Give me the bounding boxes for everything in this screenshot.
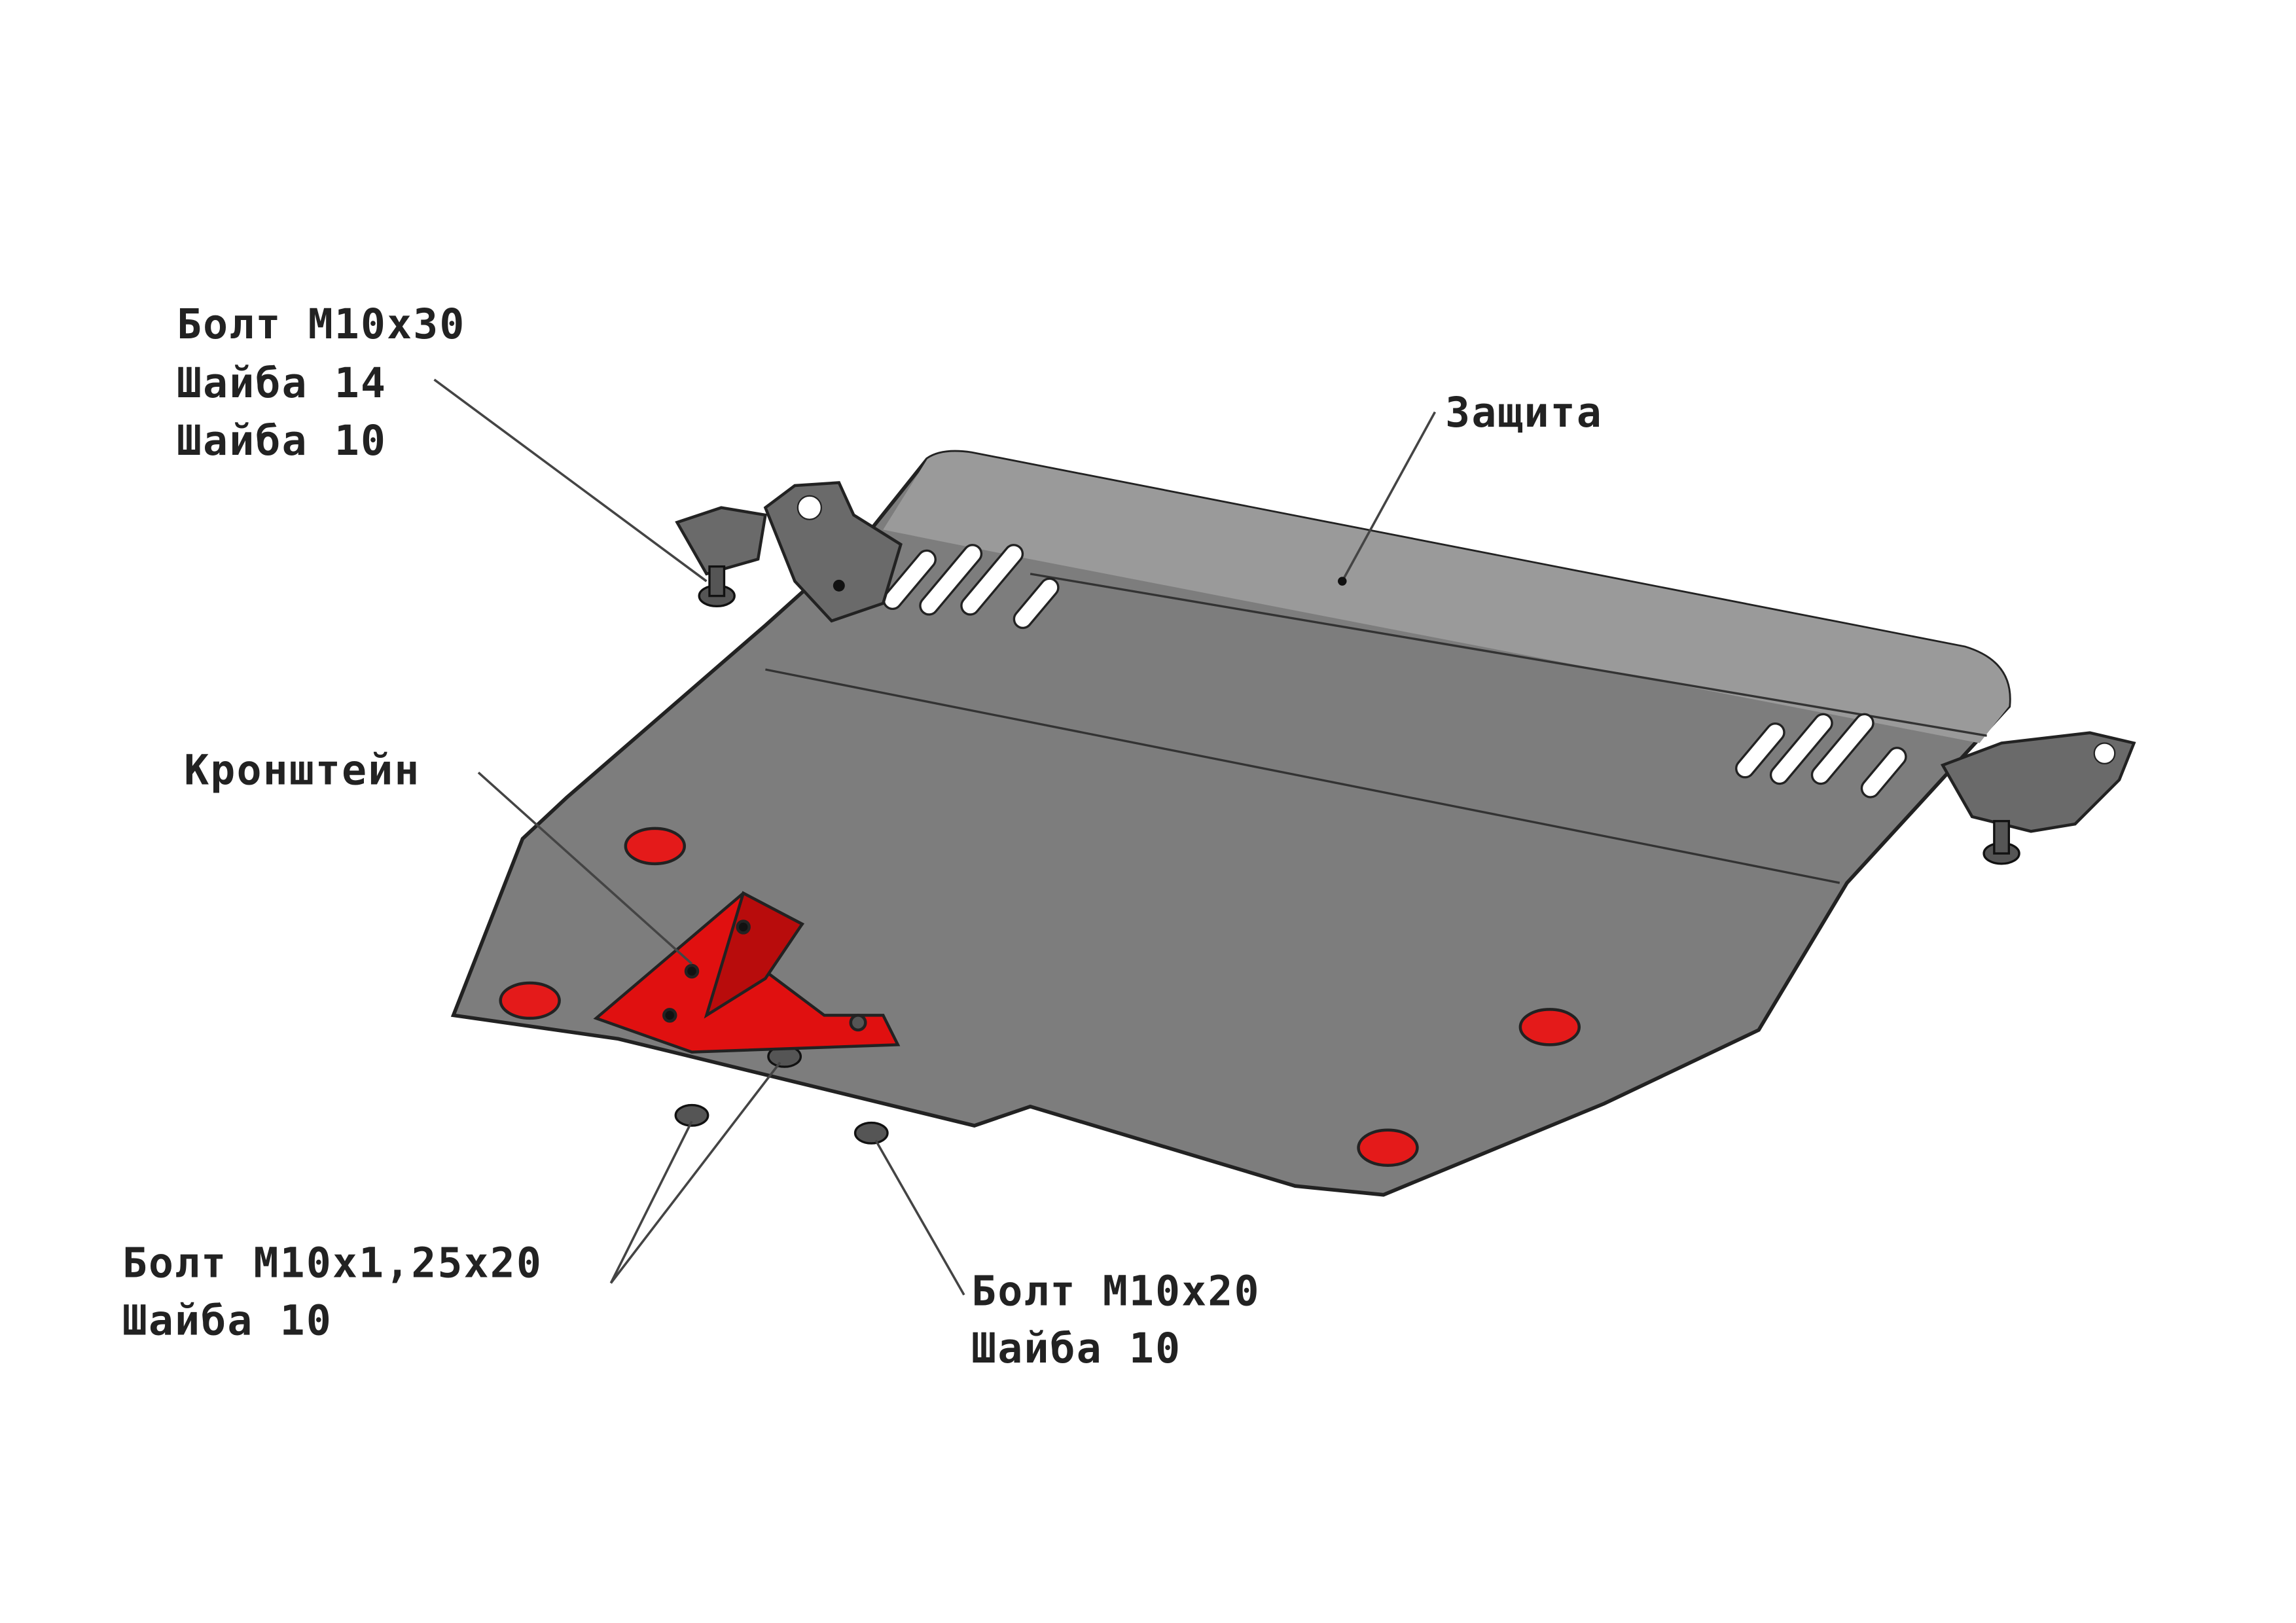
engine-guard-plate: [450, 450, 2136, 1197]
label-line: Болт М10х30: [177, 300, 466, 348]
label-line: Шайба 10: [177, 417, 387, 465]
label-line: Шайба 14: [177, 359, 387, 407]
bracket-part: [593, 891, 901, 1054]
rubber-pads: [499, 827, 1581, 1167]
label-line: Болт М10х1,25х20: [122, 1240, 543, 1287]
label-top-left-bolt: Болт М10х30 Шайба 14 Шайба 10: [177, 300, 466, 465]
label-guard: Защита: [1445, 389, 1603, 437]
label-bottom-right-bolt: Болт М10х20 Шайба 10: [971, 1267, 1261, 1372]
label-line: Болт М10х20: [971, 1267, 1261, 1315]
label-bracket: Кронштейн: [184, 746, 420, 794]
label-bottom-left-bolt: Болт М10х1,25х20 Шайба 10: [122, 1240, 543, 1345]
label-line: Шайба 10: [122, 1296, 332, 1344]
leader-lines: [433, 378, 1437, 1296]
label-line: Шайба 10: [971, 1325, 1181, 1372]
